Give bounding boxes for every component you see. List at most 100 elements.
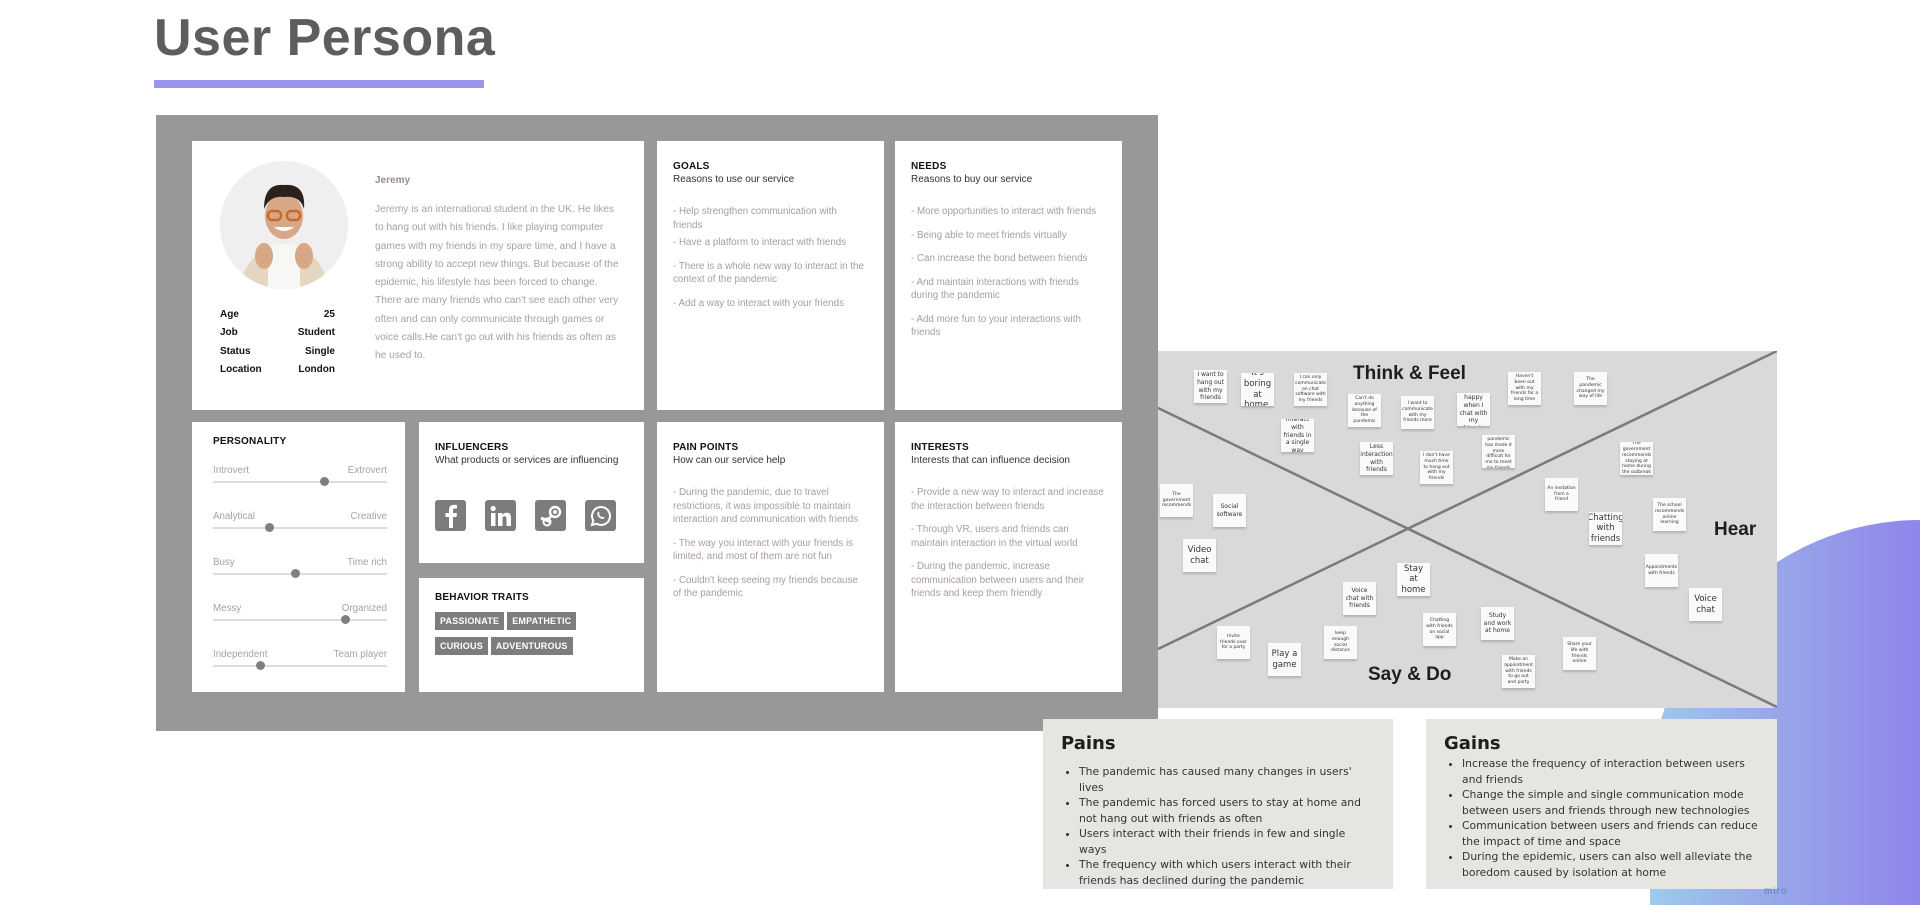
sticky-note[interactable]: Chatting with friends — [1589, 512, 1622, 545]
needs-list: - More opportunities to interact with fr… — [911, 205, 1106, 340]
behavior-title: BEHAVIOR TRAITS — [435, 592, 529, 603]
title-underline — [154, 80, 484, 88]
sticky-note[interactable]: Make an appointment with friends to go o… — [1502, 655, 1535, 688]
influencers-card: INFLUENCERS What products or services ar… — [419, 422, 644, 563]
hear-label: Hear — [1714, 519, 1757, 540]
list-item: - Provide a new way to interact and incr… — [911, 487, 1104, 512]
stat-location: Location London — [220, 364, 335, 382]
sticky-note[interactable]: Less interaction with friends — [1360, 442, 1393, 475]
stat-label: Status — [220, 345, 251, 357]
sticky-note[interactable]: The school recommends online learning — [1653, 498, 1686, 531]
pain-points-subtitle: How can our service help — [673, 455, 786, 466]
persona-bio: Jeremy is an international student in th… — [375, 204, 619, 362]
pains-title: Pains — [1061, 733, 1116, 754]
sticky-note[interactable]: The government recommends staying at hom… — [1620, 442, 1653, 475]
personality-slider: Busy Time rich — [205, 557, 392, 581]
sticky-note[interactable]: Stay at home — [1397, 563, 1430, 596]
personality-title: PERSONALITY — [213, 436, 287, 447]
trait-tag: CURIOUS — [435, 637, 488, 655]
influencers-title: INFLUENCERS — [435, 442, 509, 453]
sticky-note[interactable]: Study and work at home — [1481, 607, 1514, 640]
sticky-note[interactable]: Can't do anything because of the pandemi… — [1348, 394, 1381, 427]
slider-left-label: Messy — [213, 603, 242, 614]
empathy-map: Think & Feel Hear Say & Do I want to han… — [1158, 351, 1777, 708]
stat-value: 25 — [323, 309, 335, 320]
slider-track — [213, 573, 387, 575]
trait-tag: ADVENTUROUS — [490, 637, 573, 655]
sticky-note[interactable]: Chatting with friends on social app — [1423, 613, 1456, 646]
needs-title: NEEDS — [911, 161, 947, 172]
slider-right-label: Creative — [350, 511, 387, 522]
sticky-note[interactable]: It's boring at home. — [1241, 373, 1274, 406]
sticky-note[interactable]: I want to hang out with my friends — [1194, 370, 1227, 403]
sticky-note[interactable]: I am happy when I chat with my friends — [1457, 393, 1490, 426]
list-item: Increase the frequency of interaction be… — [1462, 756, 1759, 787]
list-item: - Add a way to interact with your friend… — [673, 297, 844, 309]
list-item: - More opportunities to interact with fr… — [911, 206, 1097, 217]
sticky-note[interactable]: Social software — [1213, 494, 1246, 527]
sticky-note[interactable]: I can only communicate on chat software … — [1294, 373, 1327, 406]
list-item: - During the pandemic, increase communic… — [911, 561, 1085, 599]
sticky-note[interactable]: Video chat — [1183, 539, 1216, 572]
sticky-note[interactable]: Voice chat — [1689, 588, 1722, 621]
pain-points-card: PAIN POINTS How can our service help - D… — [657, 422, 884, 692]
influencers-subtitle: What products or services are influencin… — [435, 455, 619, 466]
slider-handle — [255, 661, 265, 670]
sticky-note[interactable]: keep enough social distance — [1324, 626, 1357, 659]
page-title: User Persona — [154, 9, 496, 67]
slider-right-label: Extrovert — [347, 465, 387, 476]
list-item: - Can increase the bond between friends — [911, 253, 1088, 264]
interests-title: INTERESTS — [911, 442, 969, 453]
persona-avatar — [220, 161, 348, 289]
list-item: - There is a whole new way to interact i… — [673, 260, 864, 286]
sticky-note[interactable]: Haven't been out with my friends for a l… — [1508, 372, 1541, 405]
slider-track — [213, 527, 387, 529]
miro-watermark: miro — [1764, 886, 1788, 897]
slider-left-label: Busy — [213, 557, 235, 568]
list-item: - Being able to meet friends virtually — [911, 229, 1067, 241]
list-item: The pandemic has forced users to stay at… — [1079, 795, 1375, 826]
list-item: - Add more fun to your interactions with… — [911, 313, 1081, 339]
needs-subtitle: Reasons to buy our service — [911, 174, 1033, 185]
sticky-note[interactable]: The pandemic changed my way of life — [1574, 372, 1607, 405]
sticky-note[interactable]: Share your life with friends online — [1563, 637, 1596, 670]
slider-left-label: Analytical — [213, 511, 255, 522]
list-item: - And maintain interactions with friends… — [911, 276, 1079, 302]
sticky-note[interactable]: Play a game — [1268, 643, 1301, 676]
list-item: The pandemic has caused many changes in … — [1079, 764, 1375, 795]
sticky-note[interactable]: An invitation from a friend — [1545, 478, 1578, 511]
list-item: Change the simple and single communicati… — [1462, 787, 1759, 818]
needs-card: NEEDS Reasons to buy our service - More … — [895, 141, 1122, 410]
personality-slider: Analytical Creative — [205, 511, 392, 535]
list-item: - Have a platform to interact with frien… — [673, 237, 847, 248]
sticky-note[interactable]: I don't have much time to hang out with … — [1420, 451, 1453, 484]
interests-card: INTERESTS Interests that can influence d… — [895, 422, 1122, 692]
stat-value: London — [298, 363, 335, 375]
slider-track — [213, 665, 387, 667]
sticky-note[interactable]: I want to communicate with my friends mo… — [1401, 396, 1434, 429]
gains-title: Gains — [1444, 733, 1501, 754]
slider-left-label: Independent — [213, 649, 268, 660]
stat-value: Student — [297, 327, 335, 339]
slider-right-label: Time rich — [347, 557, 387, 568]
sticky-note[interactable]: Interact with friends in a single way — [1281, 419, 1314, 452]
stat-label: Location — [220, 363, 262, 375]
sticky-note[interactable]: The pandemic has made it more difficult … — [1482, 435, 1515, 468]
sticky-note[interactable]: Appointments with friends — [1645, 554, 1678, 587]
sticky-note[interactable]: The government recommends — [1160, 484, 1193, 517]
pains-box: Pains The pandemic has caused many chang… — [1043, 719, 1393, 889]
pain-points-title: PAIN POINTS — [673, 442, 739, 453]
sticky-note[interactable]: Voice chat with friends — [1343, 582, 1376, 615]
slider-handle — [290, 569, 300, 578]
list-item: - The way you interact with your friends… — [673, 537, 854, 563]
sticky-note[interactable]: Invite friends over for a party — [1217, 626, 1250, 659]
facebook-icon — [435, 500, 466, 531]
